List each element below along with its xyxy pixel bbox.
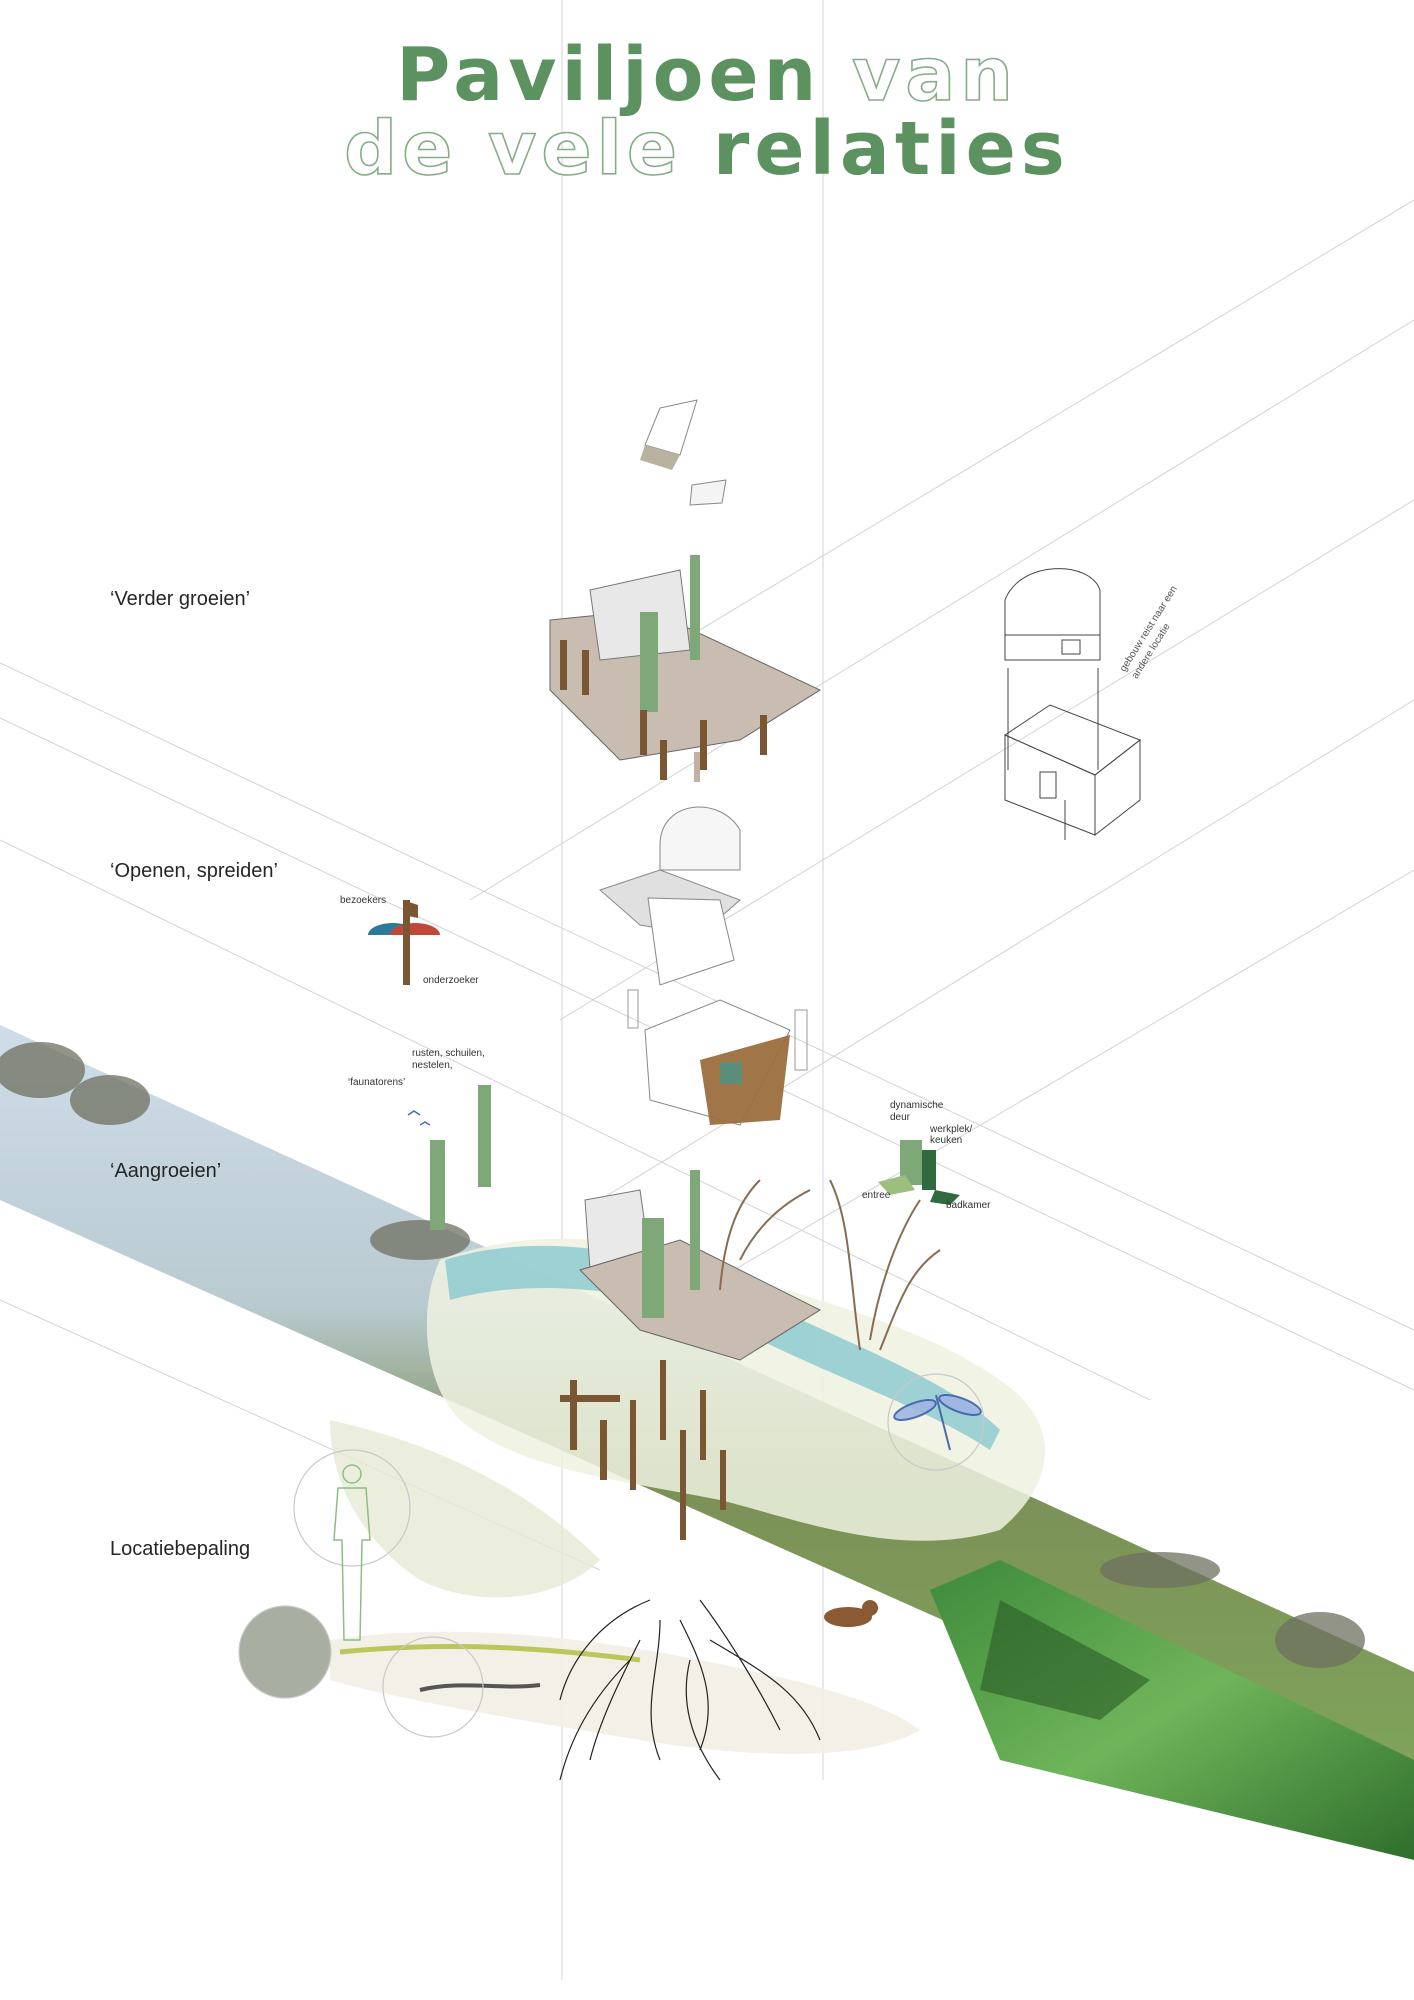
pavilion-base [560, 1170, 941, 1540]
stage-label-locatiebepaling: Locatiebepaling [110, 1538, 251, 1560]
label-bezoekers: bezoekers [340, 895, 387, 906]
species-circles [238, 1373, 985, 1738]
label-keuken: keuken [930, 1135, 963, 1146]
label-deur: deur [890, 1112, 911, 1123]
visitor-researcher-diagram [368, 900, 440, 985]
label-nestelen: nestelen, [412, 1060, 453, 1071]
travelling-building [1003, 568, 1142, 840]
bird-icon [407, 1110, 431, 1126]
marten-icon [824, 1600, 878, 1627]
title-word-de-vele: de vele [343, 106, 683, 192]
label-entree: entree [862, 1190, 891, 1201]
label-werkplek: werkplek/ [930, 1124, 973, 1135]
pavilion-module [599, 806, 808, 1126]
title-word-paviljoen: Paviljoen [396, 32, 822, 118]
stage-label-aangroeien: ‘Aangroeien’ [110, 1160, 222, 1182]
label-faunatorens: ‘faunatorens’ [348, 1077, 406, 1088]
label-badkamer: badkamer [946, 1200, 991, 1211]
title-word-van: van [851, 32, 1018, 118]
dynamic-door-diagram [878, 1140, 960, 1205]
person-icon [333, 1464, 371, 1641]
tree-icon [0, 1042, 1365, 1668]
roots [559, 1599, 821, 1781]
fauna-towers [407, 1085, 491, 1230]
label-rusten: rusten, schuilen, [412, 1048, 485, 1059]
stage-label-openen-spreiden: ‘Openen, spreiden’ [110, 860, 278, 882]
soil-sketch [330, 1238, 1045, 1781]
page-title-line2: de vele relaties [0, 111, 1414, 187]
shrub [719, 1179, 941, 1351]
stage-label-verder-groeien: ‘Verder groeien’ [110, 588, 251, 610]
dragonfly-icon [893, 1394, 982, 1451]
page-title-line1: Paviljoen van [0, 37, 1414, 113]
worm-icon [419, 1683, 541, 1692]
label-dynamische: dynamische [890, 1100, 944, 1111]
label-onderzoeker: onderzoeker [423, 975, 479, 986]
pavilion-top [549, 399, 822, 782]
title-word-relaties: relaties [712, 106, 1070, 192]
